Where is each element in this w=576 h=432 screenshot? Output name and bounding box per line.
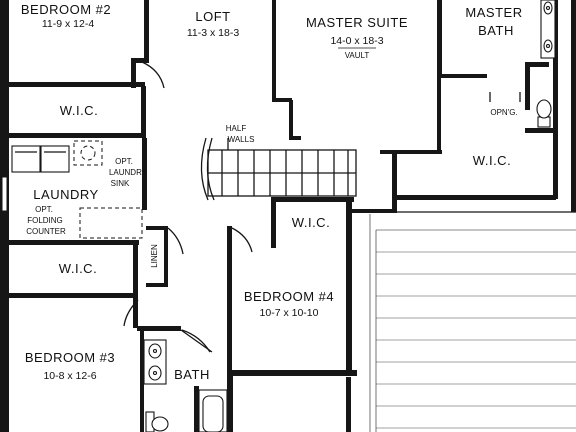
left-exterior-wall — [0, 0, 9, 432]
master-wic-door-head — [380, 150, 442, 154]
toilet-room-west-wall — [525, 62, 530, 110]
bath-east-wall — [227, 370, 233, 432]
loft-dim: 11-3 x 18-3 — [187, 27, 239, 39]
bath-west-wall — [140, 330, 144, 432]
bedroom2-south-wall — [9, 82, 145, 87]
stair-east-wall — [392, 150, 397, 212]
master-wic-west-wall — [437, 74, 441, 154]
bath-north-wall — [137, 326, 181, 331]
wic-bed3-south-wall — [9, 293, 137, 298]
linen-name: LINEN — [150, 244, 159, 268]
master-suite-name: MASTER SUITE — [306, 15, 408, 30]
laundry-window — [1, 176, 8, 212]
east-exterior-wall — [571, 0, 576, 212]
bedroom3-east-wall-upper — [133, 298, 138, 328]
bedroom2-closet-jog — [131, 58, 149, 63]
toilet-room-north-wall — [525, 62, 549, 67]
bedroom2-dim: 11-9 x 12-4 — [42, 18, 94, 30]
wic-bed4-name: W.I.C. — [292, 215, 330, 230]
half-walls-note-line1: HALF — [226, 124, 247, 133]
wic-bed2-south-wall — [9, 133, 145, 138]
master-bath-name-line1: MASTER — [465, 5, 522, 20]
folding-counter — [79, 207, 143, 239]
toilet-room-south-wall — [525, 128, 555, 133]
linen-south-wall — [146, 283, 168, 287]
bath-toilet-bowl — [151, 416, 169, 432]
loft-name: LOFT — [195, 9, 230, 24]
bedroom4-name: BEDROOM #4 — [244, 289, 334, 304]
laundry-name: LAUNDRY — [33, 187, 98, 202]
toilet-bowl — [536, 99, 552, 119]
wic-bed4-north-wall — [271, 197, 354, 202]
labels: BEDROOM #2 11-9 x 12-4 LOFT 11-3 x 18-3 … — [21, 2, 522, 382]
half-walls-note-line2: WALLS — [228, 135, 255, 144]
wic-master-name: W.I.C. — [473, 153, 511, 168]
master-jog-1 — [272, 98, 292, 102]
wic-bed4-west-wall — [271, 198, 276, 248]
stair-south-wall — [349, 209, 397, 213]
bath-name: BATH — [174, 367, 210, 382]
master-suite-dim: 14-0 x 18-3 — [330, 35, 383, 47]
bedroom2-loft-wall — [144, 0, 149, 62]
garage-roof-hatch — [356, 211, 576, 432]
bedroom4-west-wall — [227, 226, 232, 376]
stairs — [200, 137, 357, 201]
bedroom3-name: BEDROOM #3 — [25, 350, 115, 365]
bedroom2-door-swing — [141, 61, 165, 89]
laundry-east-wall — [142, 138, 147, 210]
bedroom2-jog-wall — [131, 58, 136, 88]
master-bath-west-wall — [437, 0, 442, 74]
dryer — [40, 145, 70, 173]
laundry-sink-note-line2: LAUNDRY — [109, 168, 148, 177]
wic-bed2-east-wall — [141, 86, 146, 138]
master-bath-south-wall — [437, 74, 487, 78]
laundry-sink — [73, 140, 103, 166]
linen-east-wall — [164, 226, 168, 287]
master-wic-east-wall — [553, 129, 558, 199]
laundry-sink-basin — [80, 145, 96, 161]
folding-note-line2: FOLDING — [27, 216, 63, 225]
master-bath-name-line2: BATH — [478, 23, 514, 38]
bedroom4-dim: 10-7 x 10-10 — [260, 307, 319, 319]
master-west-wall — [272, 0, 276, 100]
laundry-sink-note-line1: OPT. — [115, 157, 133, 166]
wic-bed3-name: W.I.C. — [59, 261, 97, 276]
bath-inner-wall — [194, 386, 199, 432]
bedroom2-name: BEDROOM #2 — [21, 2, 111, 17]
master-jog-2 — [289, 100, 293, 140]
linen-north-wall — [146, 226, 168, 230]
folding-note-line1: OPT. — [35, 205, 53, 214]
bedroom3-door-swing — [123, 299, 139, 327]
master-wic-south-wall — [392, 195, 556, 200]
bedroom3-dim: 10-8 x 12-6 — [43, 370, 96, 382]
details — [11, 0, 576, 432]
folding-note-line3: COUNTER — [26, 227, 66, 236]
hall-closet-wall — [346, 377, 351, 432]
laundry-sink-note-line3: SINK — [111, 179, 130, 188]
wic-bed3-east-wall — [133, 240, 138, 298]
opening-note: OPN'G. — [490, 108, 517, 117]
master-jog-3 — [289, 136, 301, 140]
laundry-south-wall — [9, 240, 139, 245]
washer — [11, 145, 41, 173]
wic-bed2-name: W.I.C. — [60, 103, 98, 118]
bedroom4-east-wall — [346, 197, 352, 376]
bedroom4-south-wall — [227, 370, 357, 376]
linen-door-swing — [167, 227, 184, 255]
master-bath-east-wall — [553, 0, 558, 133]
bedroom4-door-swing — [231, 227, 253, 253]
master-suite-vault: VAULT — [345, 51, 370, 60]
